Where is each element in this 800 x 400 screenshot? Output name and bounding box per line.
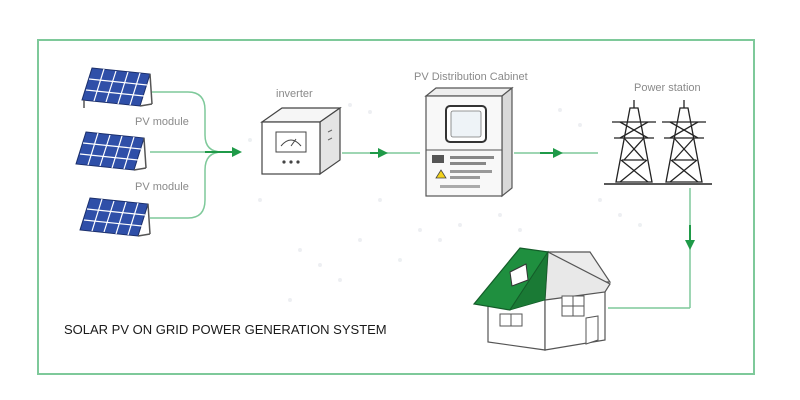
pv-panel-icon bbox=[75, 131, 147, 171]
inverter-icon bbox=[260, 106, 342, 176]
distribution-cabinet-icon bbox=[424, 86, 514, 198]
cabinet-label: PV Distribution Cabinet bbox=[414, 71, 528, 83]
inverter-label: inverter bbox=[276, 88, 313, 100]
world-map-background bbox=[248, 103, 642, 302]
flow-arrow bbox=[232, 147, 242, 157]
power-tower-icon bbox=[612, 100, 656, 183]
grid-flow-line bbox=[608, 188, 691, 309]
house-icon bbox=[472, 247, 612, 351]
pv-flow-lines bbox=[150, 91, 223, 219]
diagram-frame bbox=[37, 39, 755, 375]
flow-arrow bbox=[553, 148, 563, 158]
pv-panel-icon bbox=[81, 67, 153, 108]
flow-arrow bbox=[685, 240, 695, 250]
diagram-title: SOLAR PV ON GRID POWER GENERATION SYSTEM bbox=[64, 322, 387, 337]
power-station-label: Power station bbox=[634, 82, 701, 94]
pv-panel-icon bbox=[79, 197, 151, 237]
pv-module-label: PV module bbox=[135, 116, 189, 128]
power-tower-icon bbox=[662, 100, 706, 183]
pv-module-label: PV module bbox=[135, 181, 189, 193]
flow-arrow bbox=[378, 148, 388, 158]
